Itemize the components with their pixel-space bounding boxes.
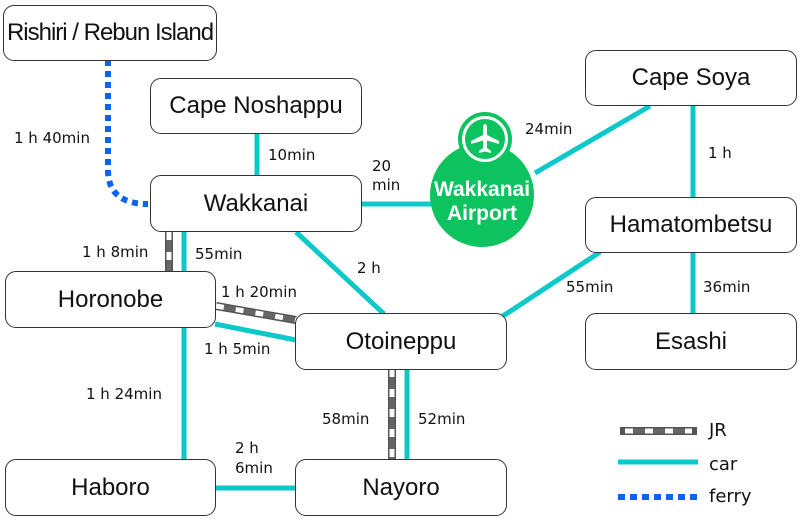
time-wakkanai-horonobe-jr: 1 h 8min <box>82 243 149 261</box>
time-horonobe-otoineppu-car: 1 h 5min <box>204 340 271 358</box>
airplane-icon <box>462 116 508 162</box>
node-cape-noshappu[interactable]: Cape Noshappu <box>150 78 362 134</box>
node-esashi[interactable]: Esashi <box>585 313 797 370</box>
node-otoineppu[interactable]: Otoineppu <box>295 313 507 370</box>
car-route-hamatombetsu-otoineppu <box>501 249 602 319</box>
time-wakkanai-otoineppu: 2 h <box>357 259 381 277</box>
node-rishiri-rebun[interactable]: Rishiri / Rebun Island <box>3 5 217 61</box>
airport-name-line2: Airport <box>447 202 517 225</box>
time-soya-hamatombetsu: 1 h <box>708 144 732 162</box>
car-route-horonobe-otoineppu <box>214 321 297 343</box>
jr-route-horonobe-otoineppu <box>215 302 297 324</box>
time-haboro-nayoro: 2 h 6min <box>235 439 273 477</box>
node-wakkanai[interactable]: Wakkanai <box>150 175 362 232</box>
node-haboro[interactable]: Haboro <box>5 459 216 516</box>
node-nayoro[interactable]: Nayoro <box>295 459 507 516</box>
time-horonobe-otoineppu-jr: 1 h 20min <box>221 283 297 301</box>
node-cape-soya[interactable]: Cape Soya <box>585 50 797 106</box>
airport-label: Wakkanai Airport <box>430 178 534 226</box>
node-hamatombetsu[interactable]: Hamatombetsu <box>585 197 797 253</box>
legend-car-label: car <box>709 454 738 475</box>
legend-jr-label: JR <box>709 420 727 441</box>
time-noshappu-wakkanai: 10min <box>268 146 316 164</box>
ferry-route-rishiri-wakkanai <box>105 60 149 207</box>
node-horonobe[interactable]: Horonobe <box>5 271 216 328</box>
airport-name-line1: Wakkanai <box>433 178 531 201</box>
car-route-wakkanai-otoineppu <box>294 230 386 316</box>
time-wakkanai-airport: 20 min <box>372 157 401 194</box>
time-horonobe-haboro: 1 h 24min <box>86 385 162 403</box>
time-rishiri-wakkanai-ferry: 1 h 40min <box>14 129 90 147</box>
time-otoineppu-nayoro-jr: 58min <box>322 410 370 428</box>
time-hamatombetsu-esashi: 36min <box>703 278 751 296</box>
legend-ferry-label: ferry <box>709 486 752 507</box>
time-hamatombetsu-otoineppu: 55min <box>566 278 614 296</box>
time-otoineppu-nayoro-car: 52min <box>418 410 466 428</box>
time-wakkanai-horonobe-car: 55min <box>195 245 243 263</box>
time-airport-soya: 24min <box>525 120 573 138</box>
car-route-airport-soya <box>533 103 652 176</box>
